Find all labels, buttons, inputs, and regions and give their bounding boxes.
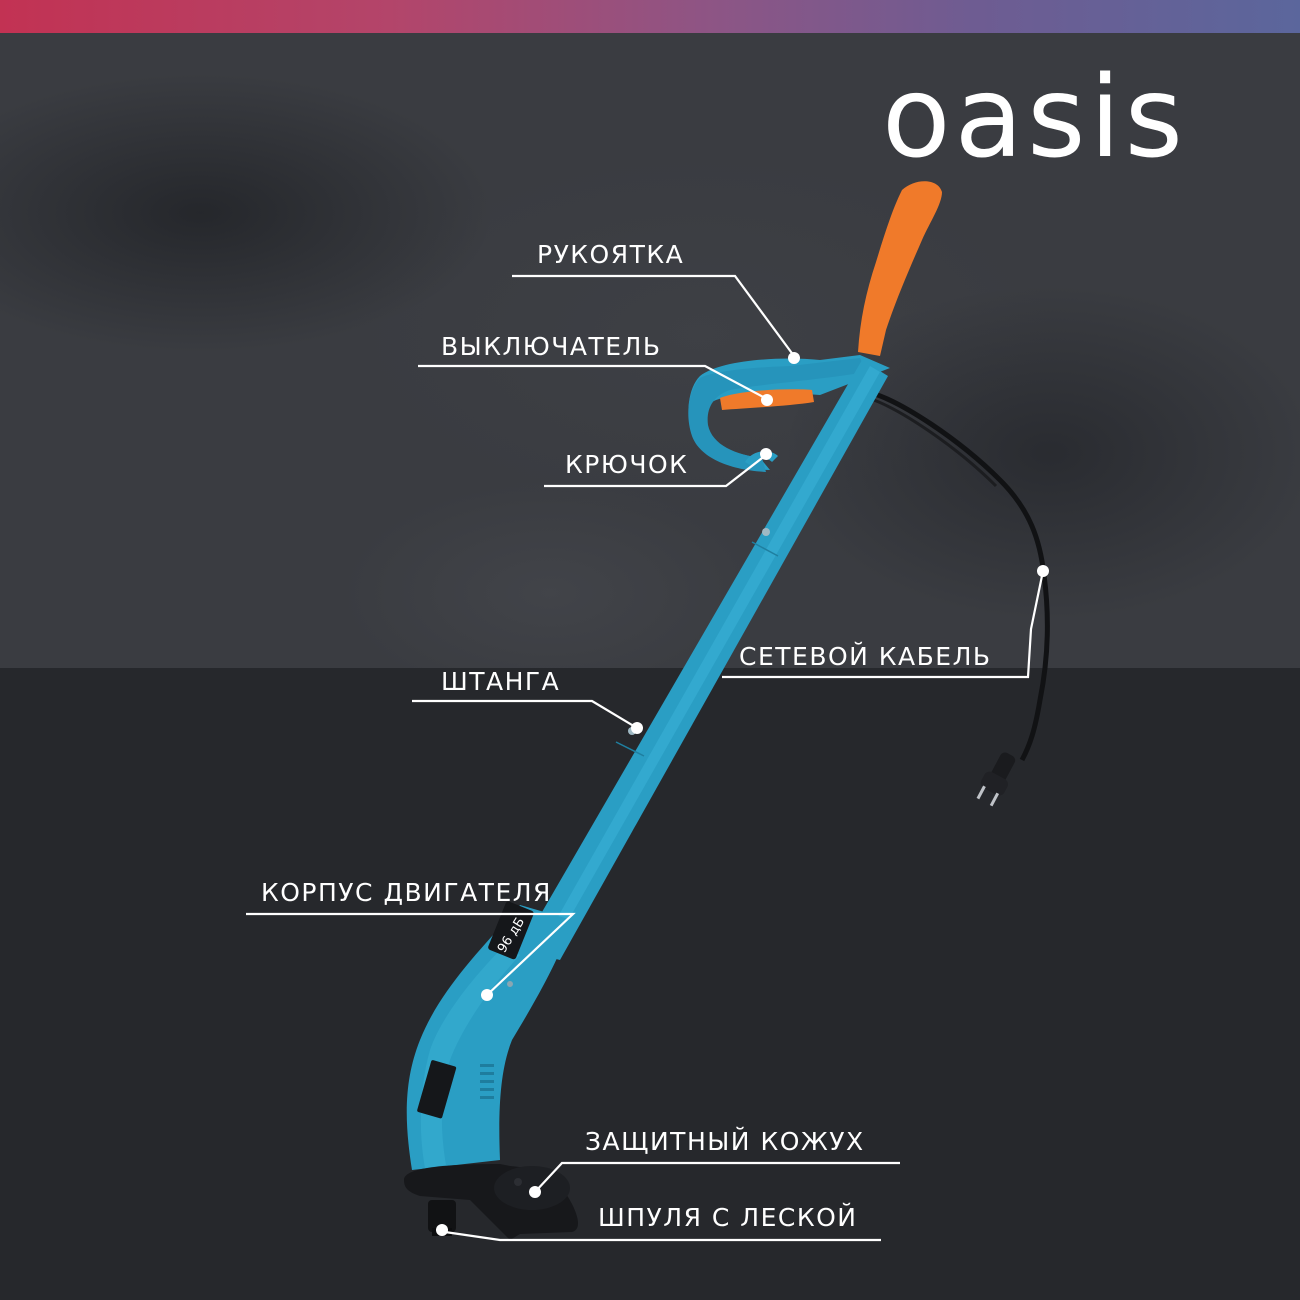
callout-lines bbox=[246, 274, 1045, 1242]
callout-line-shaft bbox=[412, 699, 638, 729]
callout-label-shaft: ШТАНГА bbox=[441, 667, 561, 696]
callout-label-handle: РУКОЯТКА bbox=[537, 240, 685, 269]
background-upper bbox=[0, 33, 1300, 668]
callout-label-switch: ВЫКЛЮЧАТЕЛЬ bbox=[441, 332, 662, 361]
callout-line-cable bbox=[722, 570, 1045, 679]
callout-dots bbox=[436, 352, 1049, 1236]
callout-dot-hook bbox=[760, 448, 772, 460]
callout-dot-handle bbox=[788, 352, 800, 364]
callout-line-hook bbox=[544, 454, 767, 488]
callout-dot-motor bbox=[481, 989, 493, 1001]
power-cable-icon bbox=[867, 389, 1050, 807]
callout-line-guard bbox=[534, 1161, 900, 1193]
callout-label-power-cable: СЕТЕВОЙ КАБЕЛЬ bbox=[739, 642, 992, 671]
top-handle-icon bbox=[858, 181, 942, 356]
callout-label-motor-housing: КОРПУС ДВИГАТЕЛЯ bbox=[261, 878, 552, 907]
callout-line-spool bbox=[444, 1230, 881, 1242]
callout-dot-shaft bbox=[631, 722, 643, 734]
callout-dot-switch bbox=[761, 394, 773, 406]
callout-label-hook: КРЮЧОК bbox=[565, 450, 689, 479]
callout-label-guard: ЗАЩИТНЫЙ КОЖУХ bbox=[585, 1127, 865, 1156]
callout-dot-cable bbox=[1037, 565, 1049, 577]
callout-line-motor bbox=[246, 912, 576, 996]
motor-housing-icon: 96 дБ bbox=[406, 901, 572, 1170]
callout-dot-guard bbox=[529, 1186, 541, 1198]
callout-line-switch bbox=[418, 364, 768, 400]
top-gradient-bar bbox=[0, 0, 1300, 33]
callout-label-spool: ШПУЛЯ С ЛЕСКОЙ bbox=[598, 1203, 858, 1232]
callout-dot-spool bbox=[436, 1224, 448, 1236]
callout-line-handle bbox=[512, 274, 795, 357]
shaft-icon bbox=[520, 360, 888, 960]
brand-logo: oasis bbox=[882, 53, 1187, 183]
